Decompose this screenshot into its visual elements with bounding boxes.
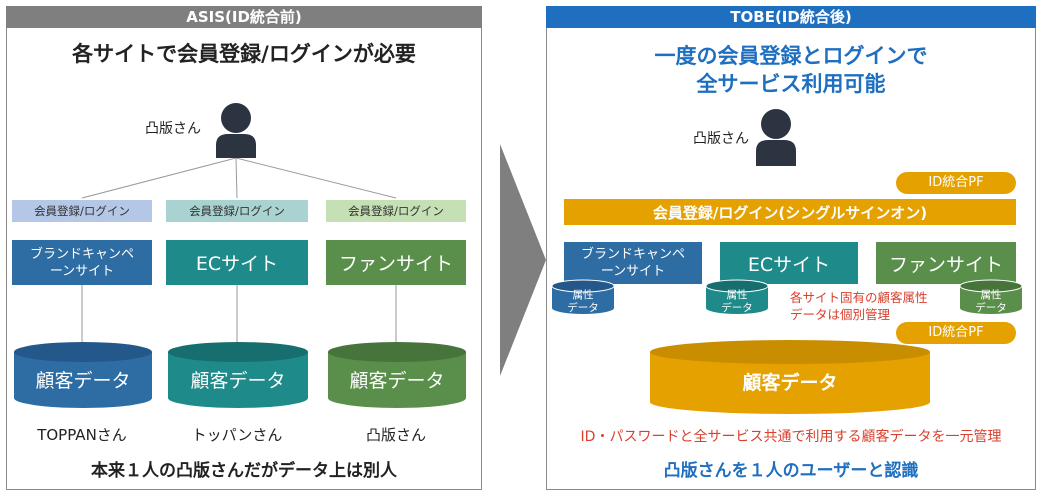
attr-db-label-brand-2: データ — [567, 302, 599, 314]
sso-login-bar: 会員登録/ログイン(シングルサインオン) — [564, 199, 1016, 225]
attr-db-ec — [705, 279, 769, 314]
asis-login-label-brand: 会員登録/ログイン — [12, 200, 152, 222]
asis-name-toppan-kanji: 凸版さん — [365, 426, 426, 444]
asis-title: 各サイトで会員登録/ログインが必要 — [72, 42, 416, 66]
attribute-note-line1: 各サイト固有の顧客属性 — [790, 290, 928, 305]
shared-db-note: ID・パスワードと全サービス共通で利用する顧客データを一元管理 — [580, 429, 1002, 445]
asis-site-ec: ECサイト — [166, 240, 308, 285]
asis-db-label-fan: 顧客データ — [349, 369, 445, 392]
attr-db-label-fan-1: 属性 — [980, 289, 1002, 301]
tobe-person-label: 凸版さん — [693, 131, 749, 147]
attr-db-fan — [959, 279, 1023, 314]
asis-name-toppan-katakana: トッパンさん — [191, 426, 283, 444]
attribute-note-line2: データは個別管理 — [790, 307, 891, 322]
tobe-header: TOBE(ID統合後) — [546, 6, 1036, 28]
attr-db-label-fan-2: データ — [975, 302, 1007, 314]
asis-db-fan — [328, 342, 466, 408]
tobe-footer: 凸版さんを１人のユーザーと認識 — [663, 461, 919, 481]
id-platform-badge-bottom: ID統合PF — [896, 322, 1016, 344]
shared-db-label: 顧客データ — [742, 371, 838, 394]
asis-site-brand: ブランドキャンペーンサイト — [12, 240, 152, 285]
asis-person-label: 凸版さん — [145, 121, 201, 137]
asis-db-label-ec: 顧客データ — [190, 369, 286, 392]
attr-db-label-ec-1: 属性 — [726, 289, 748, 301]
asis-site-fan: ファンサイト — [326, 240, 466, 285]
asis-footer: 本来１人の凸版さんだがデータ上は別人 — [91, 461, 397, 481]
tobe-site-fan: ファンサイト — [876, 242, 1016, 284]
asis-login-label-ec: 会員登録/ログイン — [166, 200, 308, 222]
tobe-site-brand: ブランドキャンペーンサイト — [564, 242, 702, 284]
id-platform-badge-top: ID統合PF — [896, 172, 1016, 194]
asis-db-label-brand: 顧客データ — [35, 369, 131, 392]
asis-name-toppan: TOPPANさん — [37, 426, 127, 444]
asis-login-label-fan: 会員登録/ログイン — [326, 200, 466, 222]
asis-header: ASIS(ID統合前) — [6, 6, 482, 28]
tobe-title-line2: 全サービス利用可能 — [696, 72, 886, 96]
asis-db-ec — [168, 342, 308, 408]
attr-db-label-ec-2: データ — [721, 302, 753, 314]
attr-db-label-brand-1: 属性 — [572, 289, 594, 301]
tobe-title-line1: 一度の会員登録とログインで — [654, 44, 928, 68]
attr-db-brand — [551, 279, 615, 314]
asis-db-brand — [14, 342, 152, 408]
tobe-site-ec: ECサイト — [720, 242, 858, 284]
